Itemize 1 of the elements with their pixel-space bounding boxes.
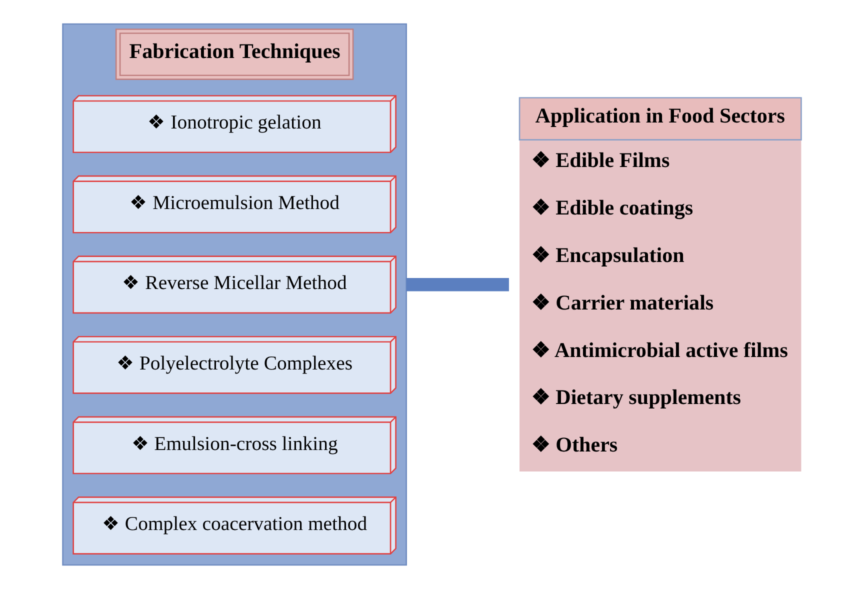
connector	[406, 278, 509, 292]
